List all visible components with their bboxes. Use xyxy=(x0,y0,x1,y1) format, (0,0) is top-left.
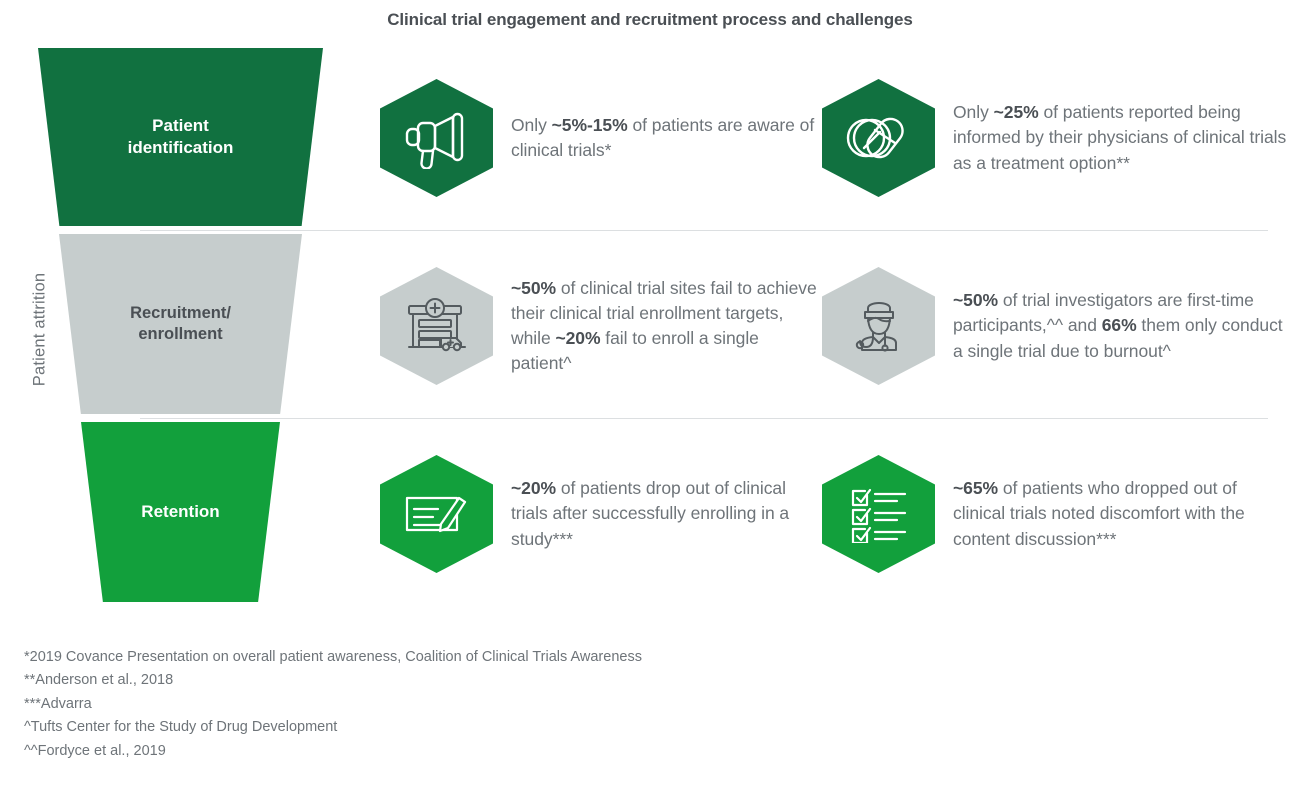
stat-text-part: of clinical trial sites fail to achieve … xyxy=(511,277,817,348)
footnote-item: ^Tufts Center for the Study of Drug Deve… xyxy=(24,719,338,736)
row-divider xyxy=(140,230,1268,231)
stat-text-part: fail to enroll a single patient^ xyxy=(511,328,759,374)
stat-text-part: of trial investigators are first-time pa… xyxy=(953,290,1254,336)
stat-text-part: Only xyxy=(511,114,552,135)
stat-text-part: of patients are aware of clinical trials… xyxy=(511,114,815,160)
footnote-item: ***Advarra xyxy=(24,695,92,712)
page-title: Clinical trial engagement and recruitmen… xyxy=(387,10,913,29)
doctor-icon xyxy=(822,267,935,385)
footnotes: *2019 Covance Presentation on overall pa… xyxy=(24,646,642,763)
hospital-ambulance-icon xyxy=(380,267,493,385)
footnote-item: **Anderson et al., 2018 xyxy=(24,672,174,689)
stat-highlight: ~5%-15% xyxy=(551,114,628,135)
funnel-stage-label: Recruitment/enrollment xyxy=(130,303,231,343)
funnel-stage-label: Retention xyxy=(141,501,220,521)
stat-text: Only ~25% of patients reported being inf… xyxy=(953,100,1292,176)
stat-highlight: ~20% xyxy=(555,328,601,348)
footnote-item: *2019 Covance Presentation on overall pa… xyxy=(24,649,642,665)
stat-text: ~50% of clinical trial sites fail to ach… xyxy=(511,276,820,377)
funnel-stage-recruitment-enrollment: Recruitment/enrollment xyxy=(59,234,302,414)
stat-highlight: ~20% xyxy=(511,478,557,499)
stat-text-part: Only xyxy=(953,102,994,123)
stat-card: ~50% of clinical trial sites fail to ach… xyxy=(380,236,820,416)
stat-text: ~50% of trial investigators are first-ti… xyxy=(953,288,1292,364)
funnel-stage-retention: Retention xyxy=(81,422,280,602)
stat-text: ~65% of patients who dropped out of clin… xyxy=(953,476,1292,552)
stat-card: ~20% of patients drop out of clinical tr… xyxy=(380,424,820,604)
stage-row-recruitment-enrollment: ~50% of clinical trial sites fail to ach… xyxy=(0,236,1300,416)
document-pen-icon xyxy=(380,455,493,573)
stat-text-part: of patients who dropped out of clinical … xyxy=(953,478,1245,549)
stat-highlight: ~50% xyxy=(511,277,557,298)
stat-card: Only ~5%-15% of patients are aware of cl… xyxy=(380,48,820,228)
stat-highlight: 66% xyxy=(1101,315,1137,336)
stat-card: ~65% of patients who dropped out of clin… xyxy=(822,424,1292,604)
stage-row-patient-identification: Only ~5%-15% of patients are aware of cl… xyxy=(0,48,1300,228)
stat-highlight: ~50% xyxy=(953,290,999,311)
stat-text-part: of patients reported being informed by t… xyxy=(953,102,1287,173)
stat-highlight: ~25% xyxy=(993,102,1039,123)
pills-icon xyxy=(822,79,935,197)
row-divider xyxy=(140,418,1268,419)
stat-text-part: them only conduct a single trial due to … xyxy=(953,315,1283,361)
checklist-icon xyxy=(822,455,935,573)
megaphone-icon xyxy=(380,79,493,197)
stat-text: Only ~5%-15% of patients are aware of cl… xyxy=(511,113,820,163)
stat-text-part: of patients drop out of clinical trials … xyxy=(511,478,790,549)
stat-text: ~20% of patients drop out of clinical tr… xyxy=(511,476,820,552)
stat-card: ~50% of trial investigators are first-ti… xyxy=(822,236,1292,416)
footnote-item: ^^Fordyce et al., 2019 xyxy=(24,742,166,759)
stat-card: Only ~25% of patients reported being inf… xyxy=(822,48,1292,228)
stage-row-retention: ~20% of patients drop out of clinical tr… xyxy=(0,424,1300,604)
stat-highlight: ~65% xyxy=(953,478,999,499)
